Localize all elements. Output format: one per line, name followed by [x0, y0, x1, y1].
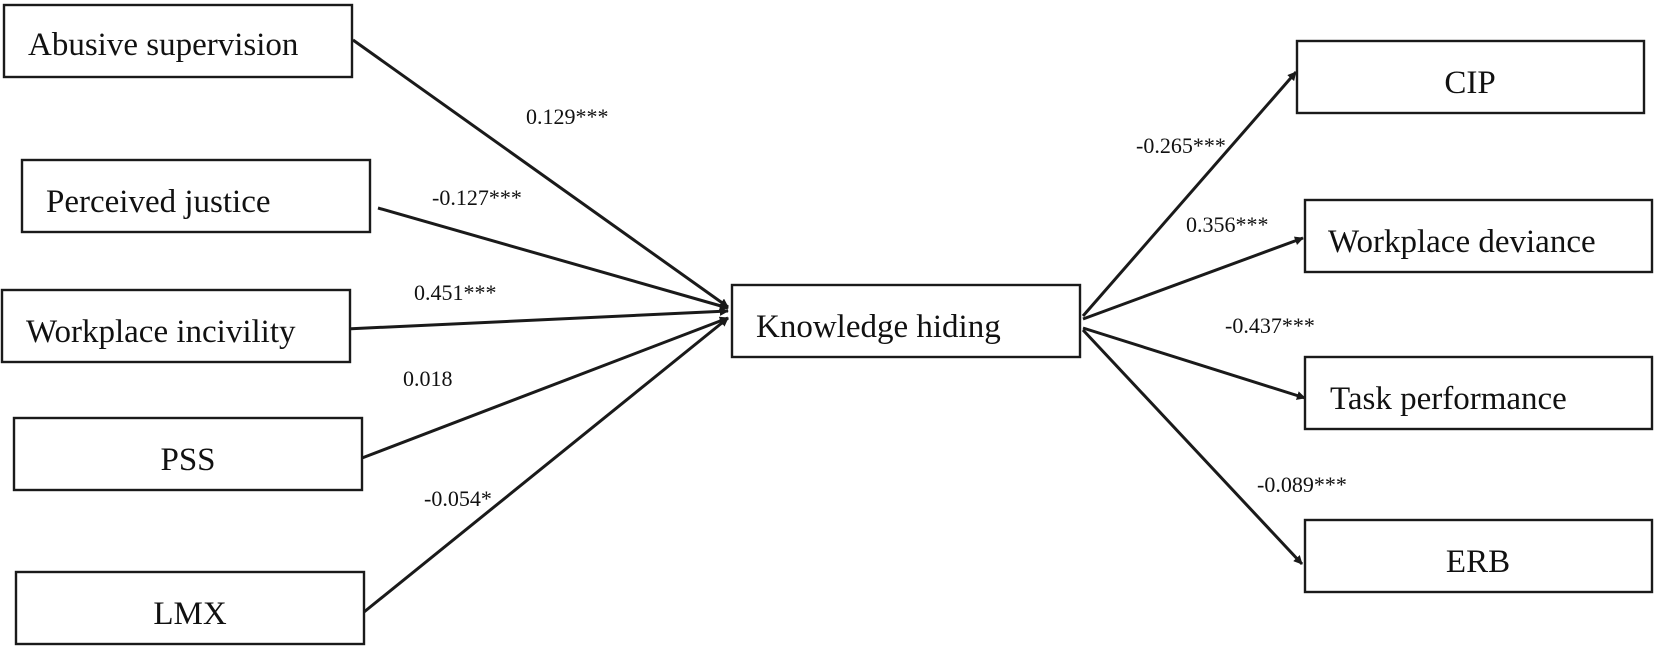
node-label: Task performance: [1330, 381, 1567, 417]
node-label: CIP: [1444, 65, 1495, 101]
coef-abusive-kh: 0.129***: [526, 104, 609, 129]
node-task-performance: Task performance: [1303, 355, 1654, 431]
node-label: ERB: [1446, 544, 1510, 580]
edge-kh-to-deviance: [1082, 236, 1304, 321]
coef-kh-deviance: 0.356***: [1186, 212, 1269, 237]
node-workplace-deviance: Workplace deviance: [1303, 198, 1654, 274]
edge-justice-to-kh: [377, 206, 729, 311]
edge-abusive-to-kh: [352, 38, 729, 309]
coef-kh-erb: -0.089***: [1257, 472, 1347, 497]
node-knowledge-hiding: Knowledge hiding: [730, 283, 1082, 359]
node-cip: CIP: [1295, 39, 1646, 115]
edges: [345, 38, 1306, 614]
node-label: Abusive supervision: [28, 27, 298, 63]
node-label: Workplace incivility: [26, 314, 296, 350]
coef-lmx-kh: -0.054*: [424, 486, 492, 511]
node-erb: ERB: [1303, 518, 1654, 594]
node-label: Knowledge hiding: [756, 309, 1001, 345]
node-pss: PSS: [12, 416, 364, 492]
node-label: LMX: [153, 596, 227, 632]
coefficients: 0.129*** -0.127*** 0.451*** 0.018 -0.054…: [403, 104, 1347, 511]
edge-lmx-to-kh: [363, 316, 729, 614]
node-label: Perceived justice: [46, 184, 271, 220]
node-workplace-incivility: Workplace incivility: [0, 288, 352, 364]
edge-kh-to-erb: [1081, 328, 1304, 566]
coef-kh-cip: -0.265***: [1136, 133, 1226, 158]
edge-pss-to-kh: [361, 316, 729, 460]
edge-kh-to-cip: [1081, 71, 1298, 317]
coef-kh-task: -0.437***: [1225, 313, 1315, 338]
coef-incivility-kh: 0.451***: [414, 280, 497, 305]
node-perceived-justice: Perceived justice: [20, 158, 372, 234]
node-label: Workplace deviance: [1328, 224, 1596, 260]
edge-incivility-to-kh: [345, 306, 729, 331]
coef-justice-kh: -0.127***: [432, 185, 522, 210]
node-label: PSS: [160, 442, 215, 478]
node-abusive-supervision: Abusive supervision: [2, 3, 354, 79]
coef-pss-kh: 0.018: [403, 366, 453, 391]
node-lmx: LMX: [14, 570, 366, 646]
edge-kh-to-task: [1082, 326, 1306, 400]
